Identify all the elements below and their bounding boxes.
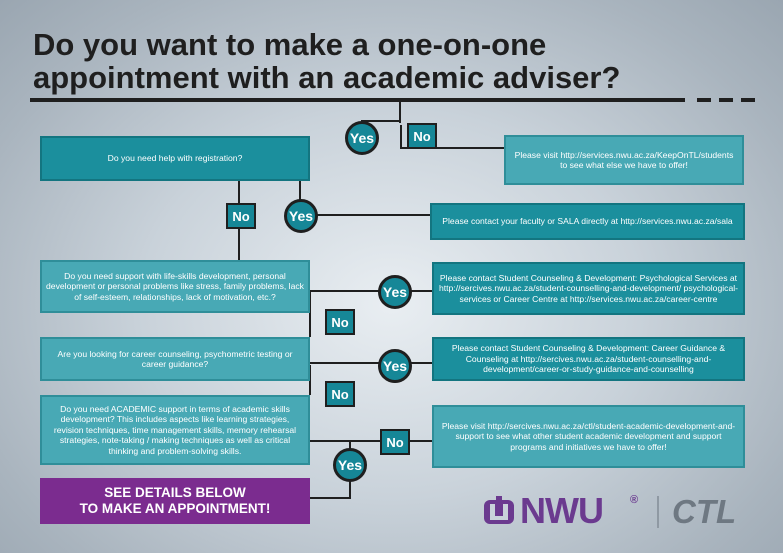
yes-badge-q4: Yes (333, 448, 367, 482)
cta-line-2: TO MAKE AN APPOINTMENT! (79, 501, 271, 516)
yes-badge-q3: Yes (378, 349, 412, 383)
nwu-ctl-logo: NWU ® CTL (482, 490, 762, 534)
connector-q3-no-down (309, 365, 311, 395)
no-badge-q1: No (226, 203, 256, 229)
connector-top (399, 101, 401, 123)
nwu-emblem-icon (484, 496, 514, 524)
answer-academic-development: Please visit http://sercives.nwu.ac.za/c… (432, 405, 745, 468)
appointment-cta: SEE DETAILS BELOW TO MAKE AN APPOINTMENT… (40, 478, 310, 524)
no-badge-top: No (407, 123, 437, 149)
logo-separator (657, 496, 659, 528)
yes-badge-q1: Yes (284, 199, 318, 233)
title-underline (30, 98, 685, 102)
answer-faculty-sala: Please contact your faculty or SALA dire… (430, 203, 745, 240)
page-title: Do you want to make a one-on-one appoint… (33, 28, 753, 94)
connector-no-down (400, 125, 402, 148)
connector-yes-to-answer2 (315, 214, 430, 216)
title-dash-1 (697, 98, 711, 102)
title-line-1: Do you want to make a one-on-one (33, 27, 547, 62)
yes-badge-top: Yes (345, 121, 379, 155)
answer-keep-on-tl: Please visit http://services.nwu.ac.za/K… (504, 135, 744, 185)
connector-q3-yes (308, 362, 433, 364)
question-life-skills: Do you need support with life-skills dev… (40, 260, 310, 313)
cta-line-1: SEE DETAILS BELOW (104, 485, 246, 500)
answer-career-guidance: Please contact Student Counseling & Deve… (432, 337, 745, 381)
logo-registered-mark: ® (630, 494, 639, 506)
logo-unit: CTL (672, 493, 737, 530)
logo-brand: NWU (520, 490, 604, 531)
question-career: Are you looking for career counseling, p… (40, 337, 310, 381)
connector-q1-yes-down (299, 180, 301, 215)
connector-q2-yes (308, 290, 433, 292)
connector-top-yes (361, 120, 401, 122)
question-registration: Do you need help with registration? (40, 136, 310, 181)
connector-yes-to-cta (309, 497, 349, 499)
answer-psychological-services: Please contact Student Counseling & Deve… (432, 262, 745, 315)
title-dash-3 (741, 98, 755, 102)
question-academic: Do you need ACADEMIC support in terms of… (40, 395, 310, 465)
connector-cta-up (349, 478, 351, 499)
no-badge-q2: No (325, 309, 355, 335)
title-line-2: appointment with an academic adviser? (33, 60, 621, 95)
connector-q4-no (308, 440, 433, 442)
no-badge-q3: No (325, 381, 355, 407)
title-dash-2 (719, 98, 733, 102)
connector-no-to-answer1 (400, 147, 505, 149)
no-badge-q4: No (380, 429, 410, 455)
connector-q2-no-down (309, 292, 311, 337)
yes-badge-q2: Yes (378, 275, 412, 309)
